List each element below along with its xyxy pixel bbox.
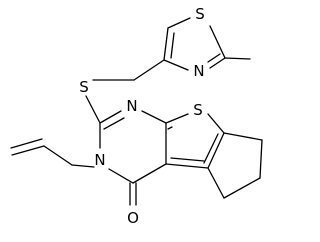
atom-labels: S N S N S N O [79, 5, 205, 227]
bond-c2-s1 [209, 25, 226, 59]
bond-n1-c7a [141, 110, 167, 124]
atom-label-thiophene-s: S [193, 101, 203, 119]
bond-c4-n3pyr [108, 168, 134, 184]
bond-ch-ch2 [11, 145, 45, 156]
bond-s-c2pyr [85, 95, 101, 124]
bond-ch-ch2-double [10, 138, 43, 149]
bond-ch2a-ch2b [259, 139, 263, 179]
atom-label-thioether-s: S [79, 78, 89, 96]
bond-c4-n3 [163, 59, 189, 71]
bond-c5-c4 [163, 27, 169, 61]
atom-label-carbonyl-o: O [127, 209, 139, 227]
bonds [10, 17, 263, 206]
molecule-structure-diagram: S N S N S N O [10, 5, 263, 227]
bond-methyl [224, 57, 251, 60]
bond-c5-c4-double [170, 32, 175, 59]
bond-c8a-c3a-double [203, 133, 219, 164]
bond-n3-c2 [209, 57, 226, 69]
bond-c3a-c4a-double [170, 157, 205, 162]
atom-label-pyrimidine-n-top: N [126, 97, 137, 115]
bond-c2-n1 [99, 110, 122, 124]
bond-c8a-c3a [207, 132, 225, 169]
bond-c2-n1-double [103, 117, 125, 130]
bond-c3a-c4a [165, 163, 209, 169]
bond-c7a-s [165, 113, 189, 124]
bond-n-ch2allyl [71, 164, 95, 168]
bond-ch2allyl-ch [43, 145, 73, 166]
bond-ch2c-c3a [207, 167, 225, 199]
atom-label-thiazole-n: N [193, 62, 204, 80]
bond-s1-c5 [167, 17, 191, 29]
atom-label-thiazole-s: S [195, 5, 205, 23]
bond-c8a-ch2a [223, 132, 263, 141]
bond-s-c8a [207, 113, 225, 134]
bond-ch2b-ch2c [223, 177, 261, 199]
atom-label-pyrimidine-n-allyl: N [94, 151, 105, 169]
bond-n3-c2-double [207, 53, 221, 63]
bond-c4a-c4 [132, 163, 167, 184]
bond-c7a-s-double [167, 126, 173, 130]
bond-c4-ch2 [133, 59, 165, 81]
